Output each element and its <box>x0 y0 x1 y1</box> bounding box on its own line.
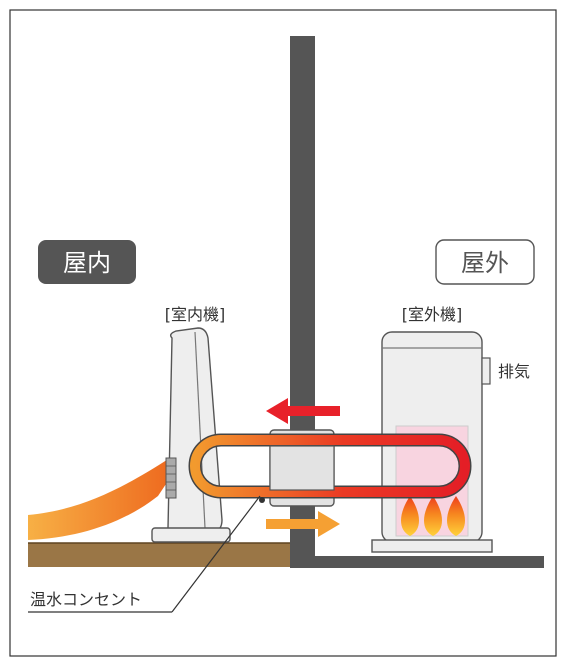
outdoor-ground <box>290 556 544 568</box>
indoor-floor <box>28 543 292 567</box>
outlet-front-face <box>269 445 335 491</box>
hot-water-pipe-loop <box>188 433 472 499</box>
warm-air-flow <box>28 458 170 540</box>
callout-dot <box>259 497 265 503</box>
callout-line <box>171 495 261 613</box>
outdoor-base <box>371 539 493 553</box>
exhaust-vent <box>481 357 491 385</box>
outdoor-label: 屋外 <box>461 249 509 277</box>
outdoor-unit-label: [室外機] <box>402 305 463 324</box>
return-flow-arrow-icon <box>266 511 340 537</box>
hot-flow-arrow-icon <box>266 398 340 424</box>
indoor-label: 屋内 <box>63 249 111 277</box>
outdoor-badge <box>435 239 535 285</box>
flame-icon <box>401 496 419 536</box>
indoor-badge <box>38 240 136 284</box>
flame-icon <box>447 496 465 536</box>
exhaust-label: 排気 <box>498 362 530 381</box>
flame-icon <box>424 496 442 536</box>
indoor-unit-label: [室内機] <box>165 305 226 324</box>
connector-label: 温水コンセント <box>30 590 142 609</box>
